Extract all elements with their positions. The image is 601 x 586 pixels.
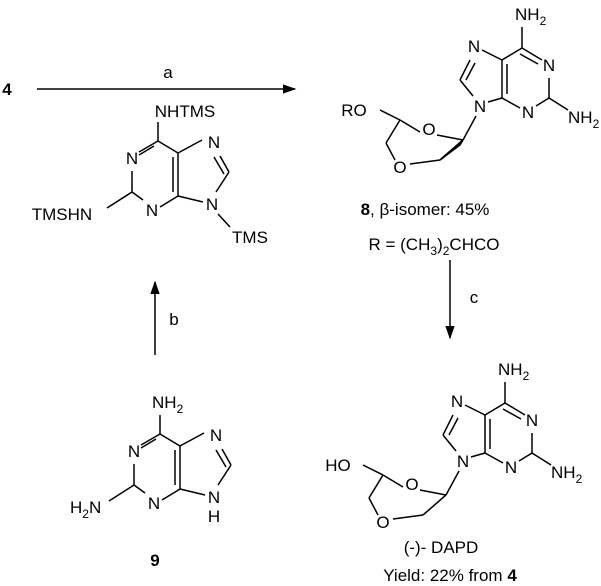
silyl-n7: N (208, 133, 220, 152)
reagent-label-a: a (163, 63, 173, 82)
reagent-label-b: b (169, 310, 178, 329)
c8-o-ring2: O (393, 158, 406, 177)
dapd-n1: N (526, 411, 538, 430)
dapd-n3: N (505, 458, 517, 477)
dapd-yield: Yield: 22% from 4 (383, 566, 517, 585)
compound-8-structure: NH2 N NH2 N N N O RO O (341, 5, 599, 177)
dapd-n7: N (451, 392, 463, 411)
tmshn-label: TMSHN (32, 205, 92, 224)
silyl-n1: N (126, 149, 138, 168)
silyl-n3: N (146, 201, 158, 220)
c8-o-ring1: O (422, 120, 435, 139)
dapd-nh2-right: NH2 (551, 463, 583, 486)
c8-nh2-right: NH2 (568, 108, 600, 131)
dapd-ho: HO (325, 456, 351, 475)
nhtms-label: NHTMS (155, 102, 215, 121)
compound-9-structure: NH2 N N N N H H2N (70, 393, 232, 526)
compound-9-label: 9 (150, 551, 159, 570)
silyl-n9: N (206, 195, 218, 214)
c9-nh2-top: NH2 (152, 393, 184, 416)
tms-label: TMS (232, 228, 268, 247)
c9-n9-h: H (208, 507, 220, 526)
c8-nh2-top: NH2 (515, 5, 547, 28)
compound-8-caption: 8, β-isomer: 45% (361, 200, 490, 219)
dapd-structure: NH2 N NH2 N N N O HO O (325, 360, 582, 532)
c9-n3: N (148, 494, 160, 513)
dapd-o-ring2: O (376, 513, 389, 532)
dapd-name: (-)- DAPD (404, 538, 479, 557)
c8-n1: N (543, 56, 555, 75)
c9-n7: N (210, 426, 222, 445)
dapd-nh2-top: NH2 (498, 360, 530, 383)
compound-8-r-definition: R = (CH3)2CHCO (369, 235, 500, 258)
dapd-o-ring1: O (405, 475, 418, 494)
dapd-n9: N (457, 452, 469, 471)
c8-n7: N (468, 37, 480, 56)
reagent-label-c: c (470, 288, 479, 307)
c9-n9: N (208, 488, 220, 507)
c9-h2n: H2N (70, 498, 101, 521)
c9-n1: N (128, 442, 140, 461)
compound-4-label: 4 (2, 80, 12, 99)
silylated-purine-structure: NHTMS N N N N TMS TMSHN (32, 102, 268, 247)
c8-ro: RO (341, 101, 367, 120)
c8-n9: N (474, 97, 486, 116)
c8-n3: N (522, 103, 534, 122)
